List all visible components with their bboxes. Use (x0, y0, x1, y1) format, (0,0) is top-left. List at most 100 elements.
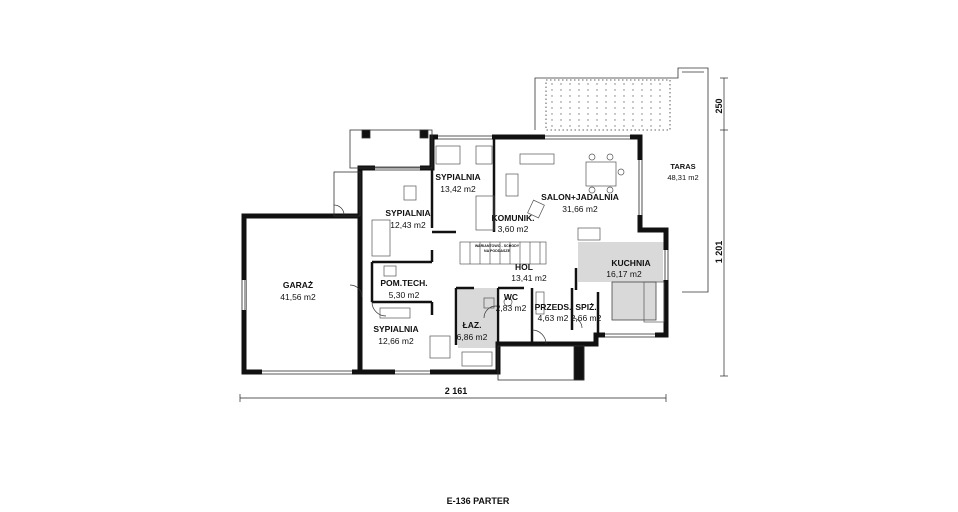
pergola-dot (632, 107, 634, 109)
pergola-dot (659, 89, 661, 91)
pergola-dot (641, 83, 643, 85)
room-name-hol: HOL (515, 262, 533, 272)
room-area-sypialnia-1: 12,43 m2 (390, 220, 426, 230)
pergola-dot (578, 119, 580, 121)
pergola-dot (641, 125, 643, 127)
pergola-dot (560, 89, 562, 91)
pergola-dot (560, 125, 562, 127)
kitchen-island (611, 281, 657, 321)
pergola-dot (587, 119, 589, 121)
pergola-dot (614, 107, 616, 109)
dimension-lines (239, 77, 728, 402)
room-name-lazienka: ŁAZ. (463, 320, 482, 330)
pergola-dot (641, 113, 643, 115)
pergola-dot (551, 101, 553, 103)
pergola-dot (650, 113, 652, 115)
pergola-dot (596, 113, 598, 115)
pergola-dot (578, 89, 580, 91)
terrace (534, 67, 709, 293)
pergola-dot (650, 95, 652, 97)
room-name-garaz: GARAŻ (283, 280, 313, 290)
pergola-dot (578, 125, 580, 127)
pergola-dot (569, 107, 571, 109)
room-area-wc: 2,83 m2 (496, 303, 527, 313)
plan-caption: E-136 PARTER (447, 496, 510, 506)
pergola-dot (632, 125, 634, 127)
room-area-hol: 13,41 m2 (511, 273, 547, 283)
room-name-taras: TARAS (670, 162, 695, 171)
pergola-dot (560, 113, 562, 115)
room-name-pomtech: POM.TECH. (380, 278, 427, 288)
room-area-garaz: 41,56 m2 (280, 292, 316, 302)
pergola-dot (650, 125, 652, 127)
pergola-dot (605, 125, 607, 127)
pergola-dot (578, 95, 580, 97)
pergola-dot (587, 125, 589, 127)
pergola-dot (578, 107, 580, 109)
pergola-dot (551, 89, 553, 91)
pergola-dot (614, 89, 616, 91)
pergola-dot (641, 89, 643, 91)
room-area-sypialnia-3: 12,66 m2 (378, 336, 414, 346)
pergola-dot (569, 83, 571, 85)
room-area-przeds: 4,63 m2 (538, 313, 569, 323)
pergola-dot (623, 95, 625, 97)
pergola-dot (641, 95, 643, 97)
pergola-dot (650, 107, 652, 109)
dimension-width: 2 161 (445, 386, 468, 396)
room-area-taras: 48,31 m2 (667, 173, 698, 182)
pergola-dot (614, 83, 616, 85)
pergola-dot (659, 125, 661, 127)
room-name-salon: SALON+JADALNIA (541, 192, 619, 202)
pergola-dot (605, 101, 607, 103)
pergola-dot (641, 119, 643, 121)
pergola-grid: // dots are drawn by the script below (551, 83, 661, 127)
pergola-dot (551, 95, 553, 97)
pergola-dot (623, 89, 625, 91)
room-name-sypialnia-1: SYPIALNIA (385, 208, 430, 218)
pergola-dot (551, 107, 553, 109)
pergola-dot (596, 125, 598, 127)
pergola-dot (596, 101, 598, 103)
room-name-przeds: PRZEDS. (535, 302, 572, 312)
pergola-dot (659, 107, 661, 109)
stairs (459, 241, 547, 265)
room-name-sypialnia-2: SYPIALNIA (435, 172, 480, 182)
pergola-dot (605, 95, 607, 97)
stair-note-line1: WARIANTOWO - SCHODY (475, 244, 520, 248)
pergola-dot (623, 125, 625, 127)
pergola-dot (623, 83, 625, 85)
pergola-dot (596, 119, 598, 121)
pergola-dot (650, 101, 652, 103)
pergola-dot (587, 101, 589, 103)
room-name-komunik: KOMUNIK. (492, 213, 535, 223)
pergola-dot (614, 119, 616, 121)
pergola-dot (551, 83, 553, 85)
pergola-dot (623, 119, 625, 121)
window-frames (241, 135, 669, 375)
pergola-dot (578, 113, 580, 115)
pergola-dot (578, 83, 580, 85)
pergola-dot (650, 89, 652, 91)
pergola-dot (659, 119, 661, 121)
dimension-terrace: 250 (714, 98, 724, 113)
room-name-sypialnia-3: SYPIALNIA (373, 324, 418, 334)
interior-walls (370, 137, 600, 345)
pergola-dot (623, 113, 625, 115)
pergola-dot (605, 89, 607, 91)
pergola-dot (632, 95, 634, 97)
pergola-dot (605, 113, 607, 115)
room-name-kuchnia: KUCHNIA (611, 258, 650, 268)
pergola-dot (569, 95, 571, 97)
pergola-dot (578, 101, 580, 103)
kitchen-tile-floor (578, 242, 666, 282)
pergola-dot (596, 107, 598, 109)
pergola-dot (569, 113, 571, 115)
pergola-dot (596, 83, 598, 85)
pergola-dot (596, 89, 598, 91)
pergola-dot (569, 101, 571, 103)
pergola-dot (659, 95, 661, 97)
dimension-height: 1 201 (714, 241, 724, 264)
pergola-dot (632, 119, 634, 121)
pergola-dot (551, 125, 553, 127)
